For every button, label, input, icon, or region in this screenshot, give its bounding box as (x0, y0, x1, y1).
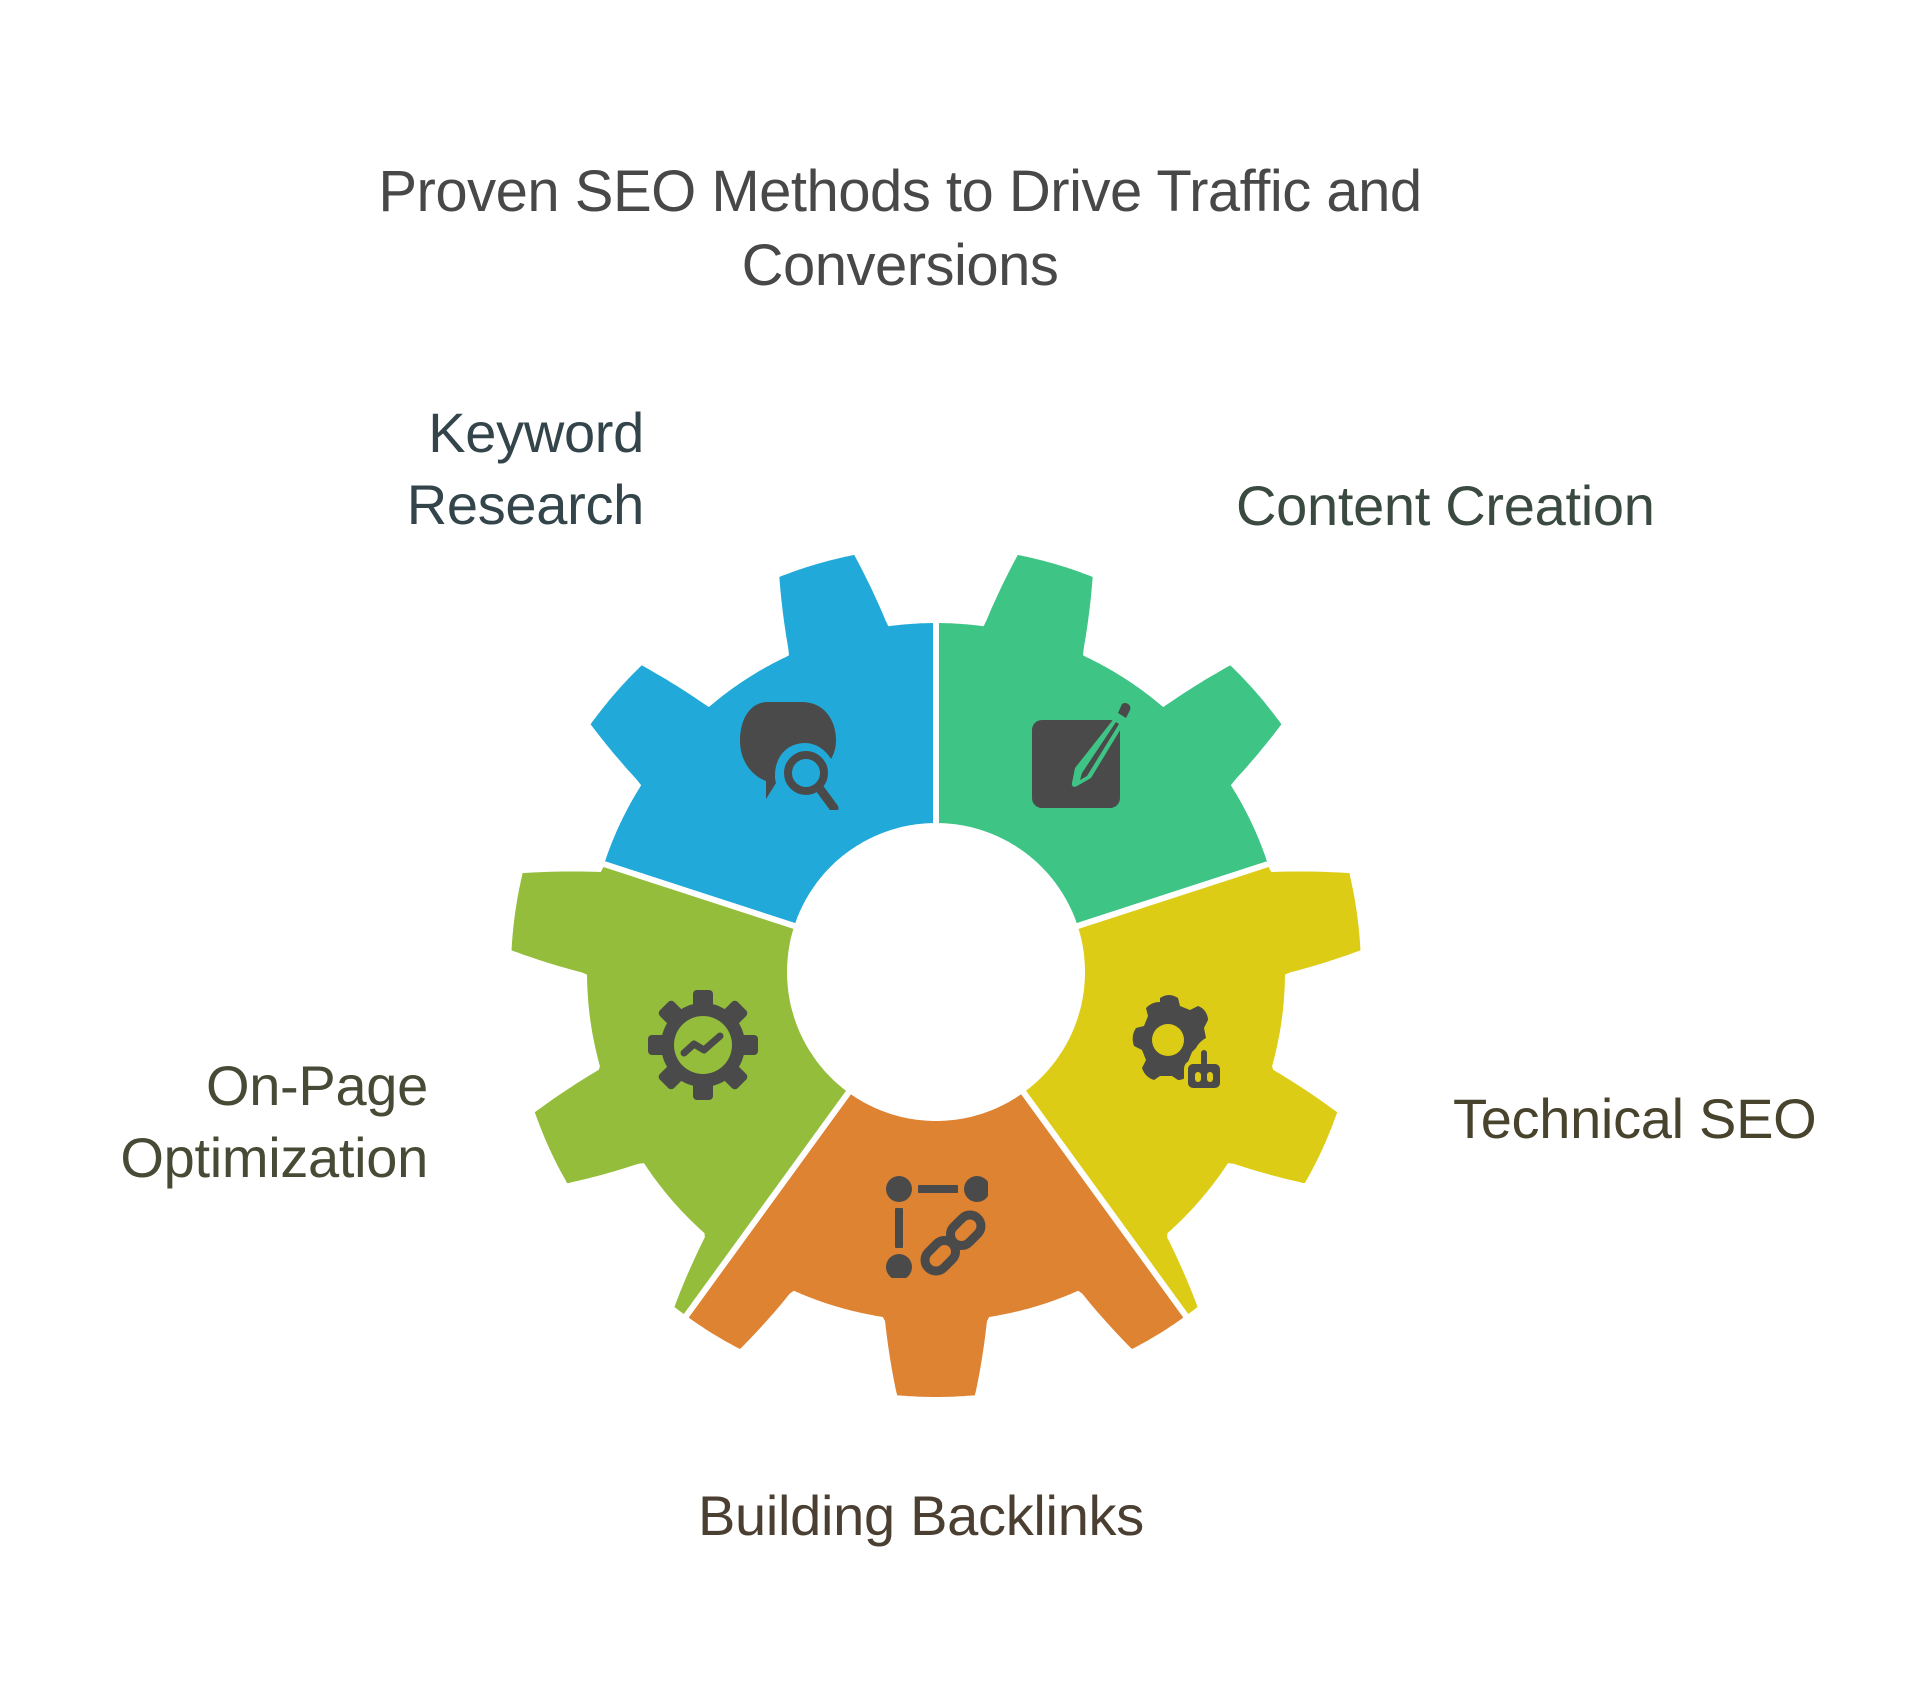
label-line: Content Creation (1236, 474, 1655, 537)
label-line: Keyword (428, 401, 644, 464)
label-line: Technical SEO (1453, 1087, 1817, 1150)
label-line: On-Page (205, 1054, 428, 1117)
link-network-icon (878, 1168, 990, 1280)
label-line: Building Backlinks (698, 1484, 1144, 1547)
edit-pencil-icon (1030, 700, 1140, 810)
label-building-backlinks: Building Backlinks (698, 1480, 1144, 1552)
label-line: Optimization (120, 1126, 428, 1189)
gear-robot-icon (1118, 990, 1228, 1100)
chat-search-icon (738, 700, 848, 813)
gear-center-hole (790, 826, 1082, 1118)
gear-trend-icon (648, 990, 758, 1100)
label-content-creation: Content Creation (1236, 470, 1655, 542)
title-text: Proven SEO Methods to Drive Traffic and … (378, 159, 1422, 298)
label-line: Research (406, 473, 645, 536)
label-on-page-optimization: On-Page Optimization (60, 1050, 428, 1194)
label-technical-seo: Technical SEO (1453, 1083, 1817, 1155)
label-keyword-research: Keyword Research (380, 397, 645, 541)
diagram-title: Proven SEO Methods to Drive Traffic and … (300, 155, 1500, 303)
